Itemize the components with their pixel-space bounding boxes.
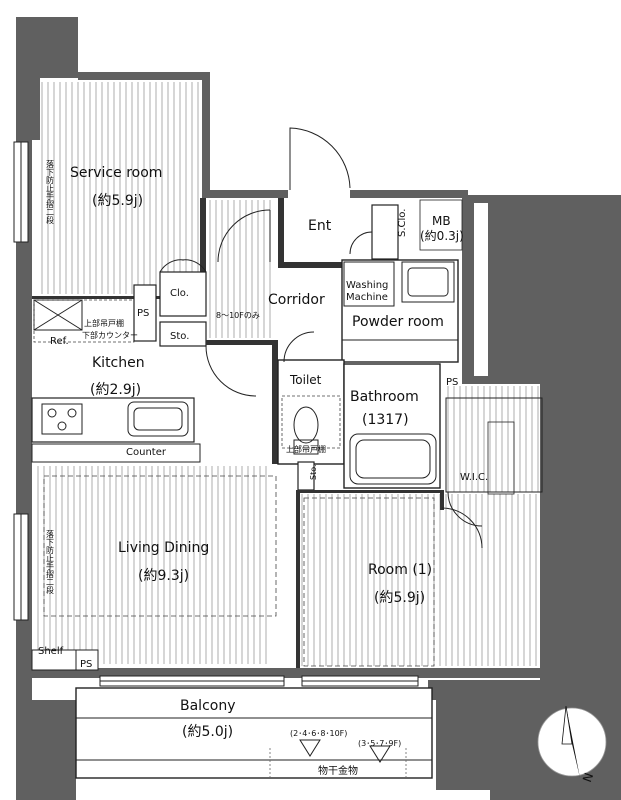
compass bbox=[537, 705, 607, 778]
floor-texture bbox=[37, 82, 539, 666]
label-counter: Counter bbox=[126, 447, 167, 458]
interior-walls bbox=[31, 198, 543, 671]
label-kitchen: Kitchen bbox=[92, 355, 145, 371]
label-ps-shelf: PS bbox=[80, 659, 92, 670]
label-balcony-note1: (2･4･6･8･10F) bbox=[290, 729, 347, 738]
balcony-area bbox=[75, 687, 433, 779]
label-bathroom-size: (1317) bbox=[362, 412, 409, 428]
label-balcony-note3: 物干金物 bbox=[318, 764, 358, 777]
label-ent: Ent bbox=[308, 218, 332, 234]
label-ref: Ref. bbox=[50, 336, 69, 347]
label-balcony-note2: (3･5･7･9F) bbox=[358, 739, 401, 748]
label-service-room-size: (約5.9j) bbox=[92, 193, 143, 209]
label-ps-bath: PS bbox=[446, 377, 458, 388]
label-toilet: Toilet bbox=[289, 373, 322, 387]
label-wic: W.I.C. bbox=[460, 472, 488, 483]
label-mb: MB bbox=[432, 214, 451, 228]
label-washing: Washing bbox=[346, 280, 388, 291]
label-bathroom: Bathroom bbox=[350, 389, 419, 405]
label-window-note-bottom: 落下防止手摺二段 bbox=[46, 529, 55, 595]
doors bbox=[205, 127, 483, 549]
label-balcony: Balcony bbox=[180, 698, 236, 714]
label-living-dining: Living Dining bbox=[118, 540, 209, 556]
room-labels: Service room (約5.9j) Ent S.Clo. MB (約0.3… bbox=[38, 159, 596, 784]
label-room1-size: (約5.9j) bbox=[374, 590, 425, 606]
label-kitchen-note2: 下部カウンター bbox=[82, 330, 138, 340]
label-sto-corridor: Sto. bbox=[170, 331, 189, 342]
label-powder-room: Powder room bbox=[352, 314, 444, 330]
label-service-room: Service room bbox=[70, 165, 162, 181]
label-kitchen-note1: 上部吊戸棚 bbox=[84, 318, 124, 328]
label-room1: Room (1) bbox=[368, 562, 432, 578]
label-clo: Clo. bbox=[170, 288, 189, 299]
label-machine: Machine bbox=[346, 292, 388, 303]
label-sto-toilet: Sto. bbox=[309, 464, 318, 480]
label-ps-kitchen: PS bbox=[137, 308, 149, 319]
label-corridor-note: 8～10Fのみ bbox=[216, 311, 260, 320]
label-sclo: S.Clo. bbox=[397, 209, 408, 237]
label-corridor: Corridor bbox=[268, 292, 325, 308]
label-living-dining-size: (約9.3j) bbox=[138, 568, 189, 584]
label-balcony-size: (約5.0j) bbox=[182, 724, 233, 740]
label-window-note-top: 落下防止手摺二段 bbox=[46, 159, 55, 225]
label-kitchen-size: (約2.9j) bbox=[90, 382, 141, 398]
label-toilet-note: 上部吊戸棚 bbox=[286, 444, 326, 454]
label-shelf: Shelf bbox=[38, 646, 64, 657]
windows bbox=[13, 141, 419, 687]
label-mb-size: (約0.3j) bbox=[420, 228, 464, 243]
